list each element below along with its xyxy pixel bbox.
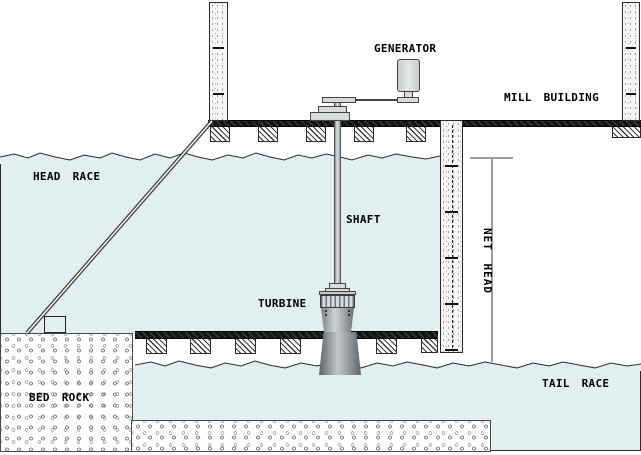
mill-wall-left: [209, 2, 228, 121]
generator-stem: [404, 91, 413, 98]
bed-rock-label: BED ROCK: [29, 391, 90, 404]
wall-joint-ticks: [444, 121, 459, 352]
mill-wall-right: [622, 2, 640, 121]
penstock-floor-lower: [135, 331, 438, 339]
turbine-bolt: [348, 314, 350, 316]
turbine-crown-cap: [319, 291, 356, 295]
turbine-bolt: [348, 310, 350, 312]
upper-floor-pier: [306, 127, 326, 142]
tail-race-label: TAIL RACE: [542, 377, 610, 390]
upper-floor-pier: [210, 127, 230, 142]
dividing-wall: [440, 120, 463, 353]
net-head-dimension-line: [491, 158, 493, 362]
tail-race-wave: [135, 360, 641, 371]
head-race-label: HEAD RACE: [33, 170, 101, 183]
upper-floor-pier: [406, 127, 426, 142]
sluice-gate-box: [44, 316, 66, 333]
mill-building-label: MILL BUILDING: [504, 91, 599, 104]
wall-joint-ticks: [625, 3, 637, 120]
lower-floor-pier: [280, 339, 301, 354]
head-race-water: [0, 160, 440, 334]
lower-floor-pier: [146, 339, 167, 354]
lower-floor-pier: [376, 339, 397, 354]
turbine-draft-cone: [319, 332, 361, 375]
net-head-label: NET HEAD: [481, 228, 494, 294]
bedrock-bottom-strip: [131, 420, 491, 452]
wall-joint-ticks: [213, 3, 224, 120]
main-pulley: [322, 97, 356, 103]
upper-floor-pier: [258, 127, 278, 142]
drive-belt: [355, 99, 399, 101]
shaft-pedestal-lower-step: [310, 112, 350, 121]
turbine-bolt: [325, 310, 327, 312]
mill-floor-upper: [208, 120, 641, 127]
turbine-crown-ribs: [320, 295, 355, 308]
turbine-mid-section: [321, 308, 354, 332]
lower-floor-pier: [421, 339, 438, 353]
turbine-label: TURBINE: [258, 297, 307, 310]
turbine-shaft: [334, 103, 341, 287]
lower-floor-pier: [235, 339, 256, 354]
shaft-label: SHAFT: [346, 213, 381, 226]
turbine-bolt: [325, 314, 327, 316]
upper-floor-pier: [354, 127, 374, 142]
bedrock-left-block: [0, 333, 133, 452]
generator-body: [397, 59, 420, 92]
lower-floor-pier: [190, 339, 211, 354]
tail-race-water-upper: [132, 366, 641, 421]
generator-label: GENERATOR: [374, 42, 437, 55]
head-race-wave: [0, 152, 440, 164]
